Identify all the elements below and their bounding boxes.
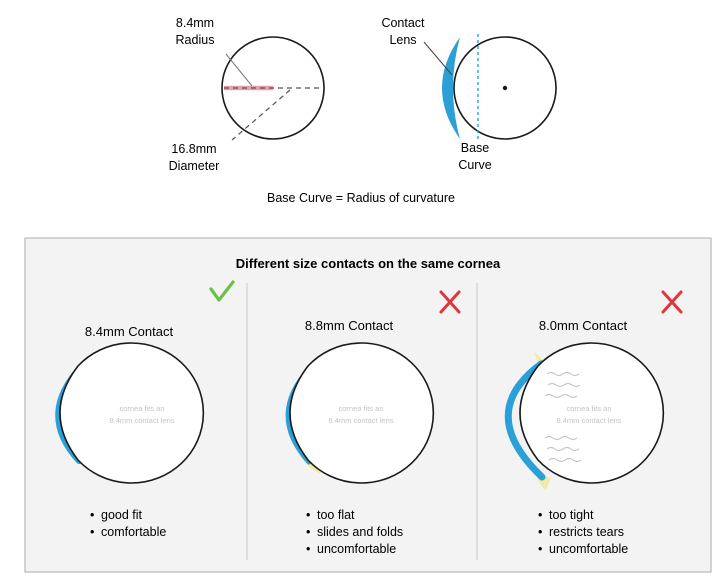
- base-curve-label-2: Curve: [458, 158, 491, 172]
- bullet-marker: •: [538, 508, 542, 522]
- bullet-marker: •: [306, 542, 310, 556]
- bullet-text: good fit: [101, 508, 143, 522]
- contact-lens: [504, 360, 546, 481]
- diameter-word: Diameter: [169, 159, 220, 173]
- tear-restriction-squiggles: [544, 372, 582, 462]
- bullet-marker: •: [538, 542, 542, 556]
- bullet-text: slides and folds: [317, 525, 403, 539]
- cornea-note-1: cornea fits an: [566, 404, 611, 413]
- bullet-marker: •: [306, 525, 310, 539]
- cornea-note-2: 8.4mm contact lens: [109, 416, 174, 425]
- contact-lens-label-1: Contact: [381, 16, 425, 30]
- bullet-text: uncomfortable: [549, 542, 628, 556]
- column-8-8mm: 8.8mm Contact cornea fits an 8.4mm conta…: [285, 290, 461, 556]
- radius-leader: [225, 53, 253, 87]
- cornea-shape: [289, 342, 435, 484]
- cross-icon: [439, 290, 461, 314]
- base-curve-label-1: Base: [461, 141, 490, 155]
- cross-icon: [661, 290, 683, 314]
- bullet-marker: •: [90, 525, 94, 539]
- base-curve-diagram: Contact Lens Base Curve: [381, 16, 557, 172]
- column-8-4mm: 8.4mm Contact cornea fits an 8.4mm conta…: [55, 280, 235, 539]
- bullet-text: too flat: [317, 508, 355, 522]
- column-heading: 8.8mm Contact: [305, 318, 394, 333]
- contact-lens-label-2: Lens: [389, 33, 416, 47]
- column-heading: 8.0mm Contact: [539, 318, 628, 333]
- bullet-marker: •: [90, 508, 94, 522]
- radius-value: 8.4mm: [176, 16, 214, 30]
- diameter-leader: [231, 89, 291, 141]
- radius-diameter-diagram: 8.4mm Radius 16.8mm Diameter: [169, 16, 325, 173]
- cornea-shape: [59, 342, 205, 484]
- bullet-marker: •: [306, 508, 310, 522]
- cornea-shape: [519, 342, 665, 484]
- column-8-0mm: 8.0mm Contact cornea fits an 8.4mm conta…: [504, 290, 683, 556]
- diameter-value: 16.8mm: [171, 142, 216, 156]
- check-icon: [209, 280, 235, 302]
- base-curve-caption: Base Curve = Radius of curvature: [267, 191, 455, 205]
- cornea-note-1: cornea fits an: [119, 404, 164, 413]
- panel-title: Different size contacts on the same corn…: [236, 256, 501, 271]
- cornea-note-1: cornea fits an: [338, 404, 383, 413]
- bullet-text: restricts tears: [549, 525, 624, 539]
- contact-lens-shape: [442, 37, 460, 139]
- contact-lens-leader: [423, 41, 453, 76]
- cornea-note-2: 8.4mm contact lens: [328, 416, 393, 425]
- bullet-marker: •: [538, 525, 542, 539]
- cornea-note-2: 8.4mm contact lens: [556, 416, 621, 425]
- column-heading: 8.4mm Contact: [85, 324, 174, 339]
- center-dot: [502, 85, 508, 91]
- bullet-text: comfortable: [101, 525, 166, 539]
- bullet-text: too tight: [549, 508, 594, 522]
- bullet-text: uncomfortable: [317, 542, 396, 556]
- radius-word: Radius: [176, 33, 215, 47]
